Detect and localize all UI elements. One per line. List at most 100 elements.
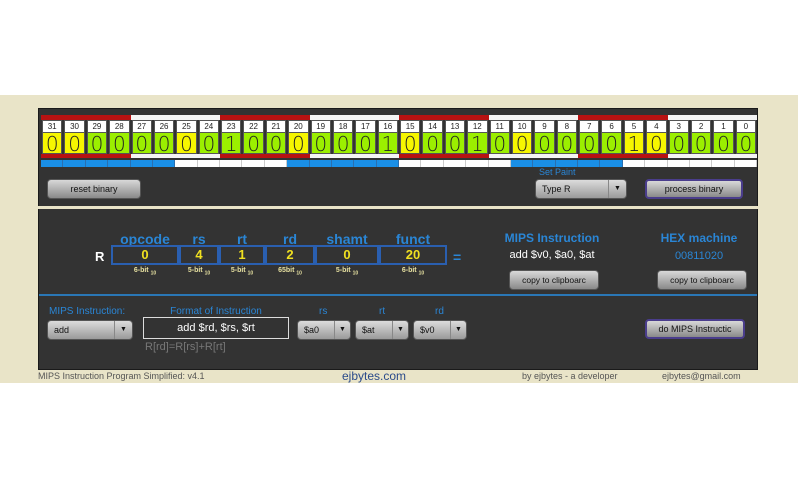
field-indicator-bar (242, 160, 265, 167)
bit-index: 8 (556, 120, 577, 132)
chevron-down-icon: ▼ (450, 321, 466, 339)
field-indicator-bar (197, 160, 220, 167)
bit-toggle[interactable]: 0 (310, 132, 331, 155)
mips-instruction-select[interactable]: add ▼ (47, 320, 133, 340)
chevron-down-icon: ▼ (334, 321, 350, 339)
bit-toggle[interactable]: 0 (355, 132, 376, 155)
bit-toggle[interactable]: 0 (713, 132, 734, 155)
bit-toggle[interactable]: 0 (176, 132, 197, 155)
field-indicator-bar (376, 160, 399, 167)
bit-index: 14 (422, 120, 443, 132)
bit-index: 28 (109, 120, 130, 132)
paint-type-select[interactable]: Type R ▼ (535, 179, 627, 199)
bit-toggle[interactable]: 0 (511, 132, 533, 155)
bit-toggle[interactable]: 0 (332, 132, 354, 155)
nibble-bar (600, 115, 623, 120)
field-value-shamt: 0 (315, 245, 379, 265)
nibble-bar (667, 154, 690, 158)
rd-select[interactable]: $v0 ▼ (413, 320, 467, 340)
bit-toggle[interactable]: 0 (489, 132, 510, 155)
bit-toggle[interactable]: 0 (646, 132, 667, 155)
bit-index: 24 (198, 120, 219, 132)
copy-mips-button[interactable]: copy to clipboarc (509, 270, 599, 290)
rs-select[interactable]: $a0 ▼ (297, 320, 351, 340)
field-indicator-bar (510, 160, 534, 167)
bit-toggle[interactable]: 0 (556, 132, 577, 155)
field-bits-opcode: 6-bit 10 (133, 267, 157, 277)
bit-index: 25 (176, 120, 197, 132)
bit-toggle[interactable]: 0 (265, 132, 287, 155)
format-label: Format of Instruction (170, 306, 262, 317)
process-binary-button[interactable]: process binary (645, 179, 743, 199)
nibble-bar (667, 115, 690, 120)
field-indicator-bar (421, 160, 444, 167)
nibble-bar (85, 115, 109, 120)
field-indicator-bar (443, 160, 467, 167)
nibble-bar (622, 115, 646, 120)
bit-toggle[interactable]: 0 (422, 132, 443, 155)
bit-toggle[interactable]: 0 (198, 132, 219, 155)
nibble-bar (354, 154, 377, 158)
reset-binary-button[interactable]: reset binary (47, 179, 141, 199)
field-indicator-bar (220, 160, 243, 167)
bit-toggle[interactable]: 0 (534, 132, 555, 155)
nibble-bar (354, 115, 377, 120)
bit-toggle[interactable]: 0 (601, 132, 622, 155)
field-bits-rs: 5-bit 10 (187, 267, 211, 277)
field-indicator-bar (712, 160, 735, 167)
version-text: MIPS Instruction Program Simplified: v4.… (38, 371, 205, 381)
bit-index: 6 (601, 120, 622, 132)
bit-toggle[interactable]: 0 (86, 132, 108, 155)
bit-index: 13 (444, 120, 466, 132)
bit-toggle[interactable]: 0 (735, 132, 756, 155)
bit-index: 29 (86, 120, 108, 132)
bit-toggle[interactable]: 1 (221, 132, 242, 155)
nibble-bar (443, 154, 467, 158)
bit-toggle[interactable]: 0 (131, 132, 152, 155)
do-mips-instruction-button[interactable]: do MIPS Instructic (645, 319, 745, 339)
bit-toggle[interactable]: 1 (467, 132, 488, 155)
bit-toggle[interactable]: 1 (623, 132, 645, 155)
bit-index: 22 (243, 120, 264, 132)
bit-toggle[interactable]: 0 (444, 132, 466, 155)
nibble-bar (734, 154, 757, 158)
email-link[interactable]: ejbytes@gmail.com (662, 371, 741, 381)
copy-hex-button[interactable]: copy to clipboarc (657, 270, 747, 290)
bit-toggle[interactable]: 0 (243, 132, 264, 155)
field-value-rd: 2 (265, 245, 315, 265)
field-indicator-bar (175, 160, 198, 167)
nibble-bar (555, 154, 578, 158)
nibble-bar (287, 154, 310, 158)
bit-toggle[interactable]: 1 (377, 132, 398, 155)
bit-toggle[interactable]: 0 (42, 132, 63, 155)
rt-select[interactable]: $at ▼ (355, 320, 409, 340)
bit-toggle[interactable]: 0 (668, 132, 689, 155)
bit-index: 1 (713, 120, 734, 132)
field-name-rd: rd (283, 231, 297, 247)
field-value-opcode: 0 (111, 245, 179, 265)
bit-toggle[interactable]: 0 (64, 132, 85, 155)
nibble-bar (712, 115, 735, 120)
hex-machine-title: HEX machine (660, 231, 738, 245)
field-name-rt: rt (236, 231, 248, 247)
site-link[interactable]: ejbytes.com (342, 369, 407, 383)
bit-toggle[interactable]: 0 (153, 132, 175, 155)
bit-index: 19 (310, 120, 331, 132)
nibble-bar (309, 115, 332, 120)
bit-toggle[interactable]: 0 (690, 132, 712, 155)
field-indicator-bar (331, 160, 355, 167)
bit-toggle[interactable]: 0 (579, 132, 600, 155)
nibble-bar (488, 115, 511, 120)
bit-toggle[interactable]: 0 (109, 132, 130, 155)
bit-toggle[interactable]: 0 (400, 132, 421, 155)
bit-toggle[interactable]: 0 (288, 132, 309, 155)
bit-index: 0 (735, 120, 756, 132)
